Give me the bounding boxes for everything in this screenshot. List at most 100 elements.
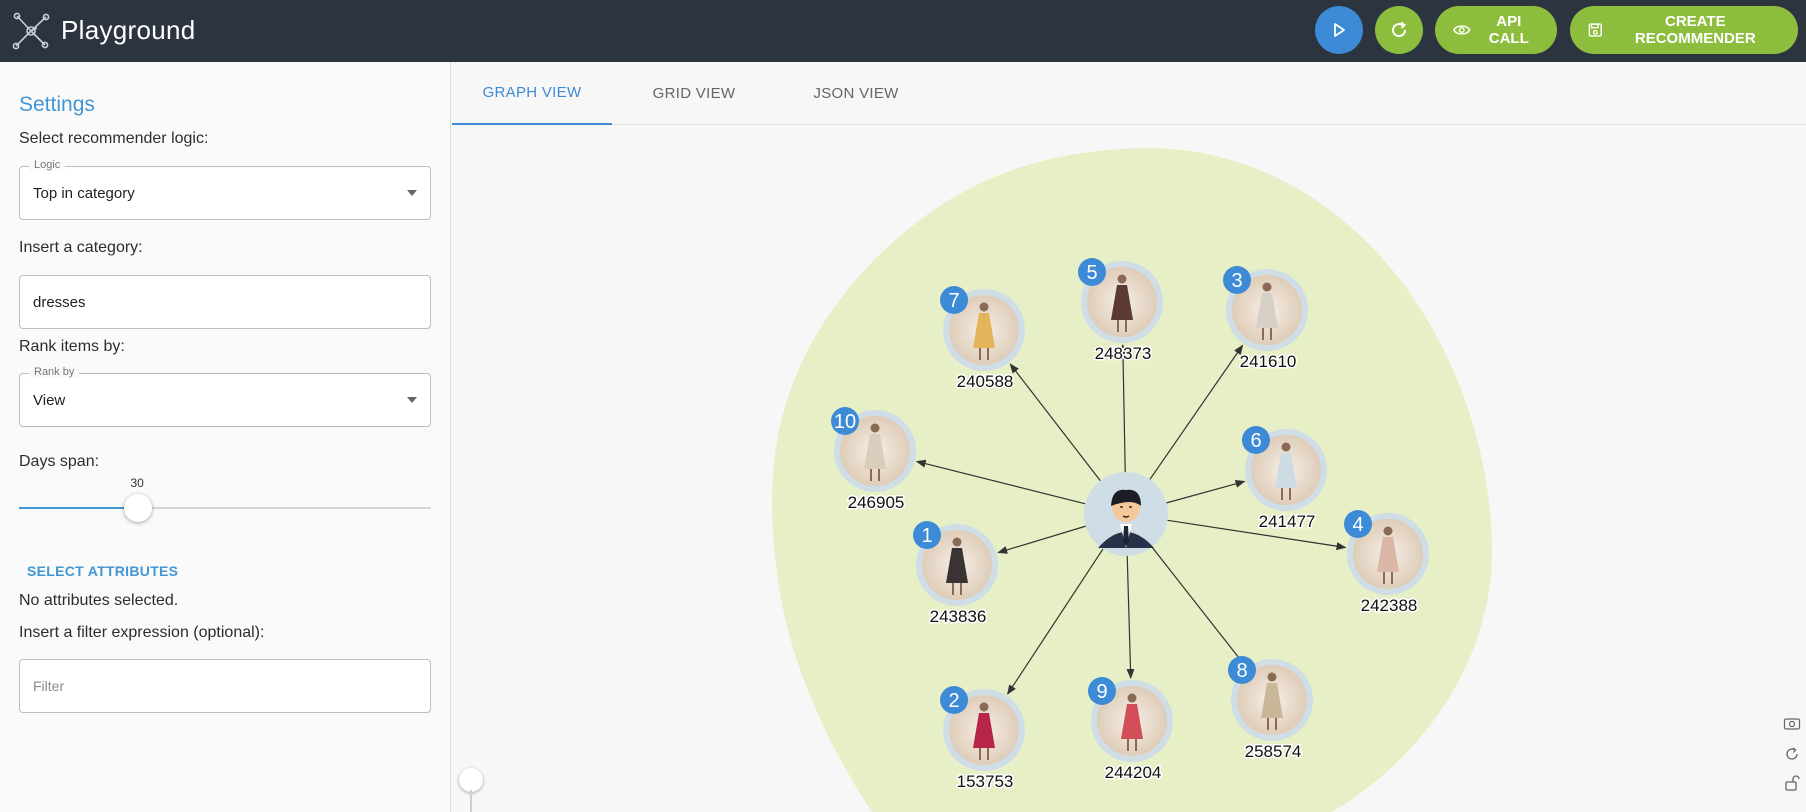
rank-badge <box>940 686 968 714</box>
rank-badge-label: 2 <box>948 690 959 712</box>
graph-edge <box>1009 363 1101 482</box>
item-id-label: 153753 <box>957 772 1014 791</box>
rank-badge-label: 7 <box>948 290 959 312</box>
model-legs <box>1281 488 1291 500</box>
rank-badge <box>1242 426 1270 454</box>
model-head <box>1117 274 1127 284</box>
logic-label: Select recommender logic: <box>19 130 209 147</box>
save-icon <box>1588 23 1602 37</box>
graph-edge <box>915 459 1086 505</box>
rank-select[interactable]: Rank by View <box>19 366 431 427</box>
days-span-label: Days span: <box>19 453 100 470</box>
days-slider-value: 30 <box>130 476 144 490</box>
graph-edge <box>1167 519 1347 551</box>
days-slider-thumb[interactable] <box>124 494 153 522</box>
rank-badge <box>1344 510 1372 538</box>
dress-figure <box>1111 285 1133 320</box>
graph-edge <box>1126 555 1135 680</box>
graph-logo-icon <box>12 12 50 50</box>
create-recommender-button[interactable]: CREATE RECOMMENDER <box>1570 6 1798 54</box>
model-legs <box>1262 328 1272 340</box>
item-id-label: 242388 <box>1361 596 1418 615</box>
no-attributes-text: No attributes selected. <box>19 592 179 609</box>
item-id-label: 246905 <box>848 493 905 512</box>
rank-badge-label: 3 <box>1231 270 1242 292</box>
days-slider-fill <box>19 507 139 509</box>
view-tabs: GRAPH VIEW GRID VIEW JSON VIEW <box>452 62 1806 125</box>
eye-icon <box>1453 25 1471 35</box>
item-id-label: 241610 <box>1240 352 1297 371</box>
rank-badge <box>913 521 941 549</box>
graph-edge <box>1151 546 1247 667</box>
category-input[interactable]: dresses <box>19 275 431 329</box>
item-node[interactable]: 2 153753 <box>940 686 1025 793</box>
zoom-slider-rail[interactable] <box>470 790 472 812</box>
item-node[interactable]: 4 242388 <box>1344 510 1429 617</box>
item-id-label: 240588 <box>957 372 1014 391</box>
model-head <box>979 302 989 312</box>
refresh-button[interactable] <box>1375 6 1423 54</box>
rank-badge-label: 1 <box>921 525 932 547</box>
rank-badge <box>831 407 859 435</box>
refresh-icon <box>1392 21 1407 38</box>
item-node[interactable]: 3 241610 <box>1223 266 1308 373</box>
run-button[interactable] <box>1315 6 1363 54</box>
tab-graph-view[interactable]: GRAPH VIEW <box>452 62 612 125</box>
filter-input[interactable]: Filter <box>19 659 431 713</box>
rank-value: View <box>33 392 66 409</box>
days-slider-track[interactable] <box>19 507 431 509</box>
dress-figure <box>864 434 886 469</box>
user-node[interactable] <box>1084 472 1168 556</box>
dress-figure <box>1121 704 1143 739</box>
model-legs <box>870 469 880 481</box>
item-node[interactable]: 10 246905 <box>831 407 916 514</box>
app-title: Playground <box>61 15 196 45</box>
dress-figure <box>946 548 968 583</box>
category-value: dresses <box>33 294 86 311</box>
graph-edge <box>1007 548 1104 695</box>
settings-sidebar: Settings Select recommender logic: Logic… <box>0 62 451 812</box>
api-call-label: API CALL <box>1488 13 1529 47</box>
model-legs <box>1117 320 1127 332</box>
user-eyes <box>1120 506 1132 518</box>
logic-select[interactable]: Logic Top in category <box>19 159 431 220</box>
dress-figure <box>1275 453 1297 488</box>
item-node[interactable]: 7 240588 <box>940 286 1025 393</box>
settings-title: Settings <box>19 93 95 116</box>
dress-figure <box>1377 537 1399 572</box>
category-label: Insert a category: <box>19 239 143 256</box>
rank-badge-label: 4 <box>1352 514 1363 536</box>
rank-badge <box>1078 258 1106 286</box>
zoom-slider-thumb[interactable] <box>459 768 483 792</box>
model-legs <box>952 583 962 595</box>
create-recommender-label: CREATE RECOMMENDER <box>1634 13 1756 47</box>
logic-value: Top in category <box>33 185 135 202</box>
tab-json-view[interactable]: JSON VIEW <box>813 85 899 102</box>
screenshot-icon[interactable] <box>1783 715 1801 733</box>
top-bar: Playground API CALL CREATE RECOMMENDER <box>0 0 1806 62</box>
model-legs <box>1267 718 1277 730</box>
select-attributes-button[interactable]: SELECT ATTRIBUTES <box>27 563 179 579</box>
rank-badge-label: 5 <box>1086 262 1097 284</box>
unlock-icon[interactable] <box>1783 774 1801 792</box>
tab-grid-view[interactable]: GRID VIEW <box>652 85 736 102</box>
rank-badge <box>1223 266 1251 294</box>
api-call-button[interactable]: API CALL <box>1435 6 1557 54</box>
item-id-label: 241477 <box>1259 512 1316 531</box>
play-icon <box>1334 23 1345 37</box>
item-id-label: 258574 <box>1245 742 1302 761</box>
model-legs <box>979 748 989 760</box>
dress-figure <box>973 313 995 348</box>
rank-badge-label: 10 <box>834 411 856 433</box>
model-legs <box>979 348 989 360</box>
filter-label: Insert a filter expression (optional): <box>19 624 265 641</box>
rank-badge <box>1088 677 1116 705</box>
rank-badge <box>1228 656 1256 684</box>
reset-layout-icon[interactable] <box>1783 745 1801 763</box>
